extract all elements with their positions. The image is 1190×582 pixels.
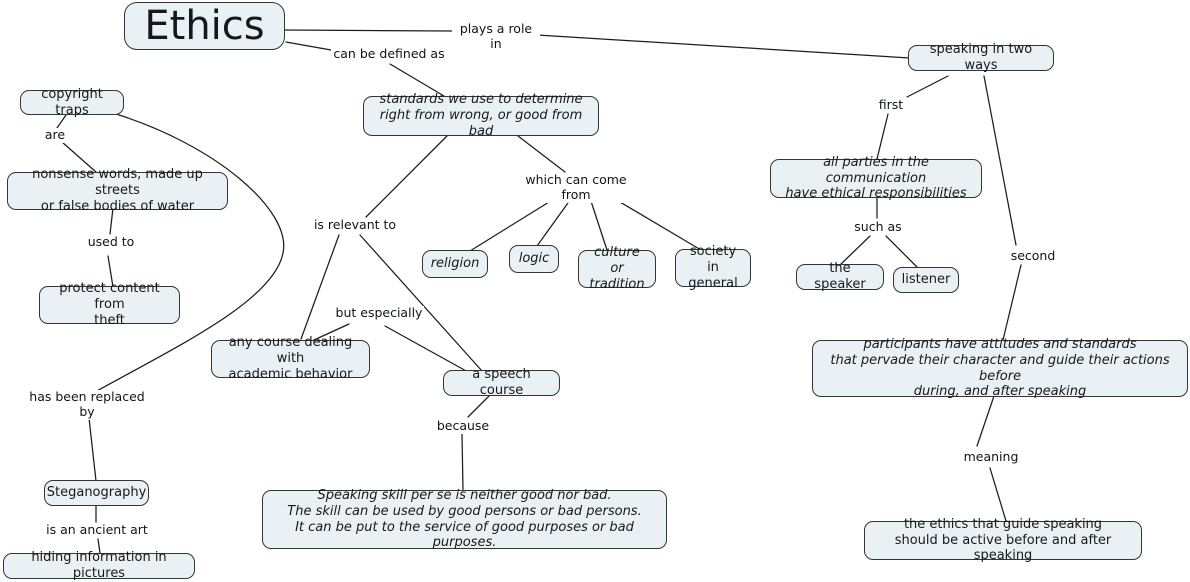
edge-plays-role-speaking [536,34,911,59]
node-society-general-label: society in general [688,244,738,291]
node-the-speaker-label: the speaker [814,261,866,292]
node-logic-label: logic [518,251,550,267]
edge-replaced-steganography [87,408,97,482]
node-ethics[interactable]: Ethics [124,2,285,50]
edge-first-allparties [876,113,889,160]
link-label-plays-a-role-in: plays a role in [452,21,540,52]
node-any-course-label: any course dealing with academic behavio… [228,335,353,382]
link-label-first: first [874,97,908,113]
edge-because-speakingskill [461,433,464,491]
node-speaking-two-ways[interactable]: speaking in two ways [908,42,1054,73]
node-standards[interactable]: standards we use to determine right from… [363,92,599,139]
node-hiding-information-label: hiding information in pictures [31,550,167,581]
link-label-used-to: used to [83,234,139,250]
edge-participants-meaning [976,395,995,447]
node-copyright-traps-label: copyright traps [41,86,103,118]
node-ethics-label: Ethics [144,2,265,49]
edge-especially-speechcourse [384,325,469,373]
node-steganography-label: Steganography [46,485,147,501]
node-all-parties-label: all parties in the communication have et… [785,154,967,202]
edge-standards-whichcome [517,135,566,173]
node-listener[interactable]: listener [893,267,959,293]
node-religion[interactable]: religion [422,250,488,278]
edge-ethics-defined [285,41,332,51]
node-culture-tradition-label: culture or tradition [589,245,645,292]
node-nonsense-words[interactable]: nonsense words, made up streets or false… [7,167,228,214]
link-label-can-be-defined-as: can be defined as [331,46,447,62]
link-label-is-relevant-to: is relevant to [312,217,398,233]
edge-ethics-plays-role [284,29,453,32]
node-speaking-two-ways-label: speaking in two ways [929,42,1033,73]
node-participants[interactable]: participants have attitudes and standard… [812,336,1188,400]
link-label-is-an-ancient-art: is an ancient art [42,522,152,538]
link-label-are: are [41,127,69,143]
node-ethics-guide-label: the ethics that guide speaking should be… [894,516,1112,564]
node-speech-course[interactable]: a speech course [443,367,560,398]
node-ethics-guide[interactable]: the ethics that guide speaking should be… [864,517,1142,563]
link-label-but-especially: but especially [334,305,424,321]
edge-standards-relevant [365,135,448,218]
node-copyright-traps[interactable]: copyright traps [20,87,124,118]
node-society-general[interactable]: society in general [675,244,751,291]
node-the-speaker[interactable]: the speaker [796,261,884,292]
node-listener-label: listener [901,272,951,288]
node-participants-label: participants have attitudes and standard… [830,336,1170,400]
node-religion-label: religion [430,256,480,272]
link-label-which-can-come-from: which can come from [509,172,643,203]
link-label-meaning: meaning [961,449,1021,465]
edge-speaking-first [906,75,949,98]
node-all-parties[interactable]: all parties in the communication have et… [770,155,982,201]
edge-speaking-second [983,75,1017,246]
node-speech-course-label: a speech course [472,367,531,398]
edge-defined-standards [389,63,445,97]
edge-meaning-ethicsguide [989,467,1007,522]
edge-relevant-anycourse [300,234,340,340]
node-protect-content[interactable]: protect content from theft [39,281,180,328]
node-logic[interactable]: logic [509,245,559,273]
link-label-such-as: such as [851,219,905,235]
link-label-second: second [1006,248,1060,264]
node-speaking-skill-label: Speaking skill per se is neither good no… [287,487,642,551]
node-hiding-information[interactable]: hiding information in pictures [3,550,195,581]
node-standards-label: standards we use to determine right from… [379,92,583,139]
node-steganography[interactable]: Steganography [44,480,149,506]
node-speaking-skill[interactable]: Speaking skill per se is neither good no… [262,487,667,551]
link-label-has-been-replaced-by: has been replaced by [26,389,148,420]
edge-suchas-listener [885,235,919,269]
node-culture-tradition[interactable]: culture or tradition [578,245,656,292]
link-label-because: because [433,418,493,434]
edge-suchas-speaker [840,235,871,265]
node-nonsense-words-label: nonsense words, made up streets or false… [32,167,203,214]
node-any-course[interactable]: any course dealing with academic behavio… [211,335,370,382]
edge-second-participants [1002,264,1022,341]
node-protect-content-label: protect content from theft [59,281,160,328]
